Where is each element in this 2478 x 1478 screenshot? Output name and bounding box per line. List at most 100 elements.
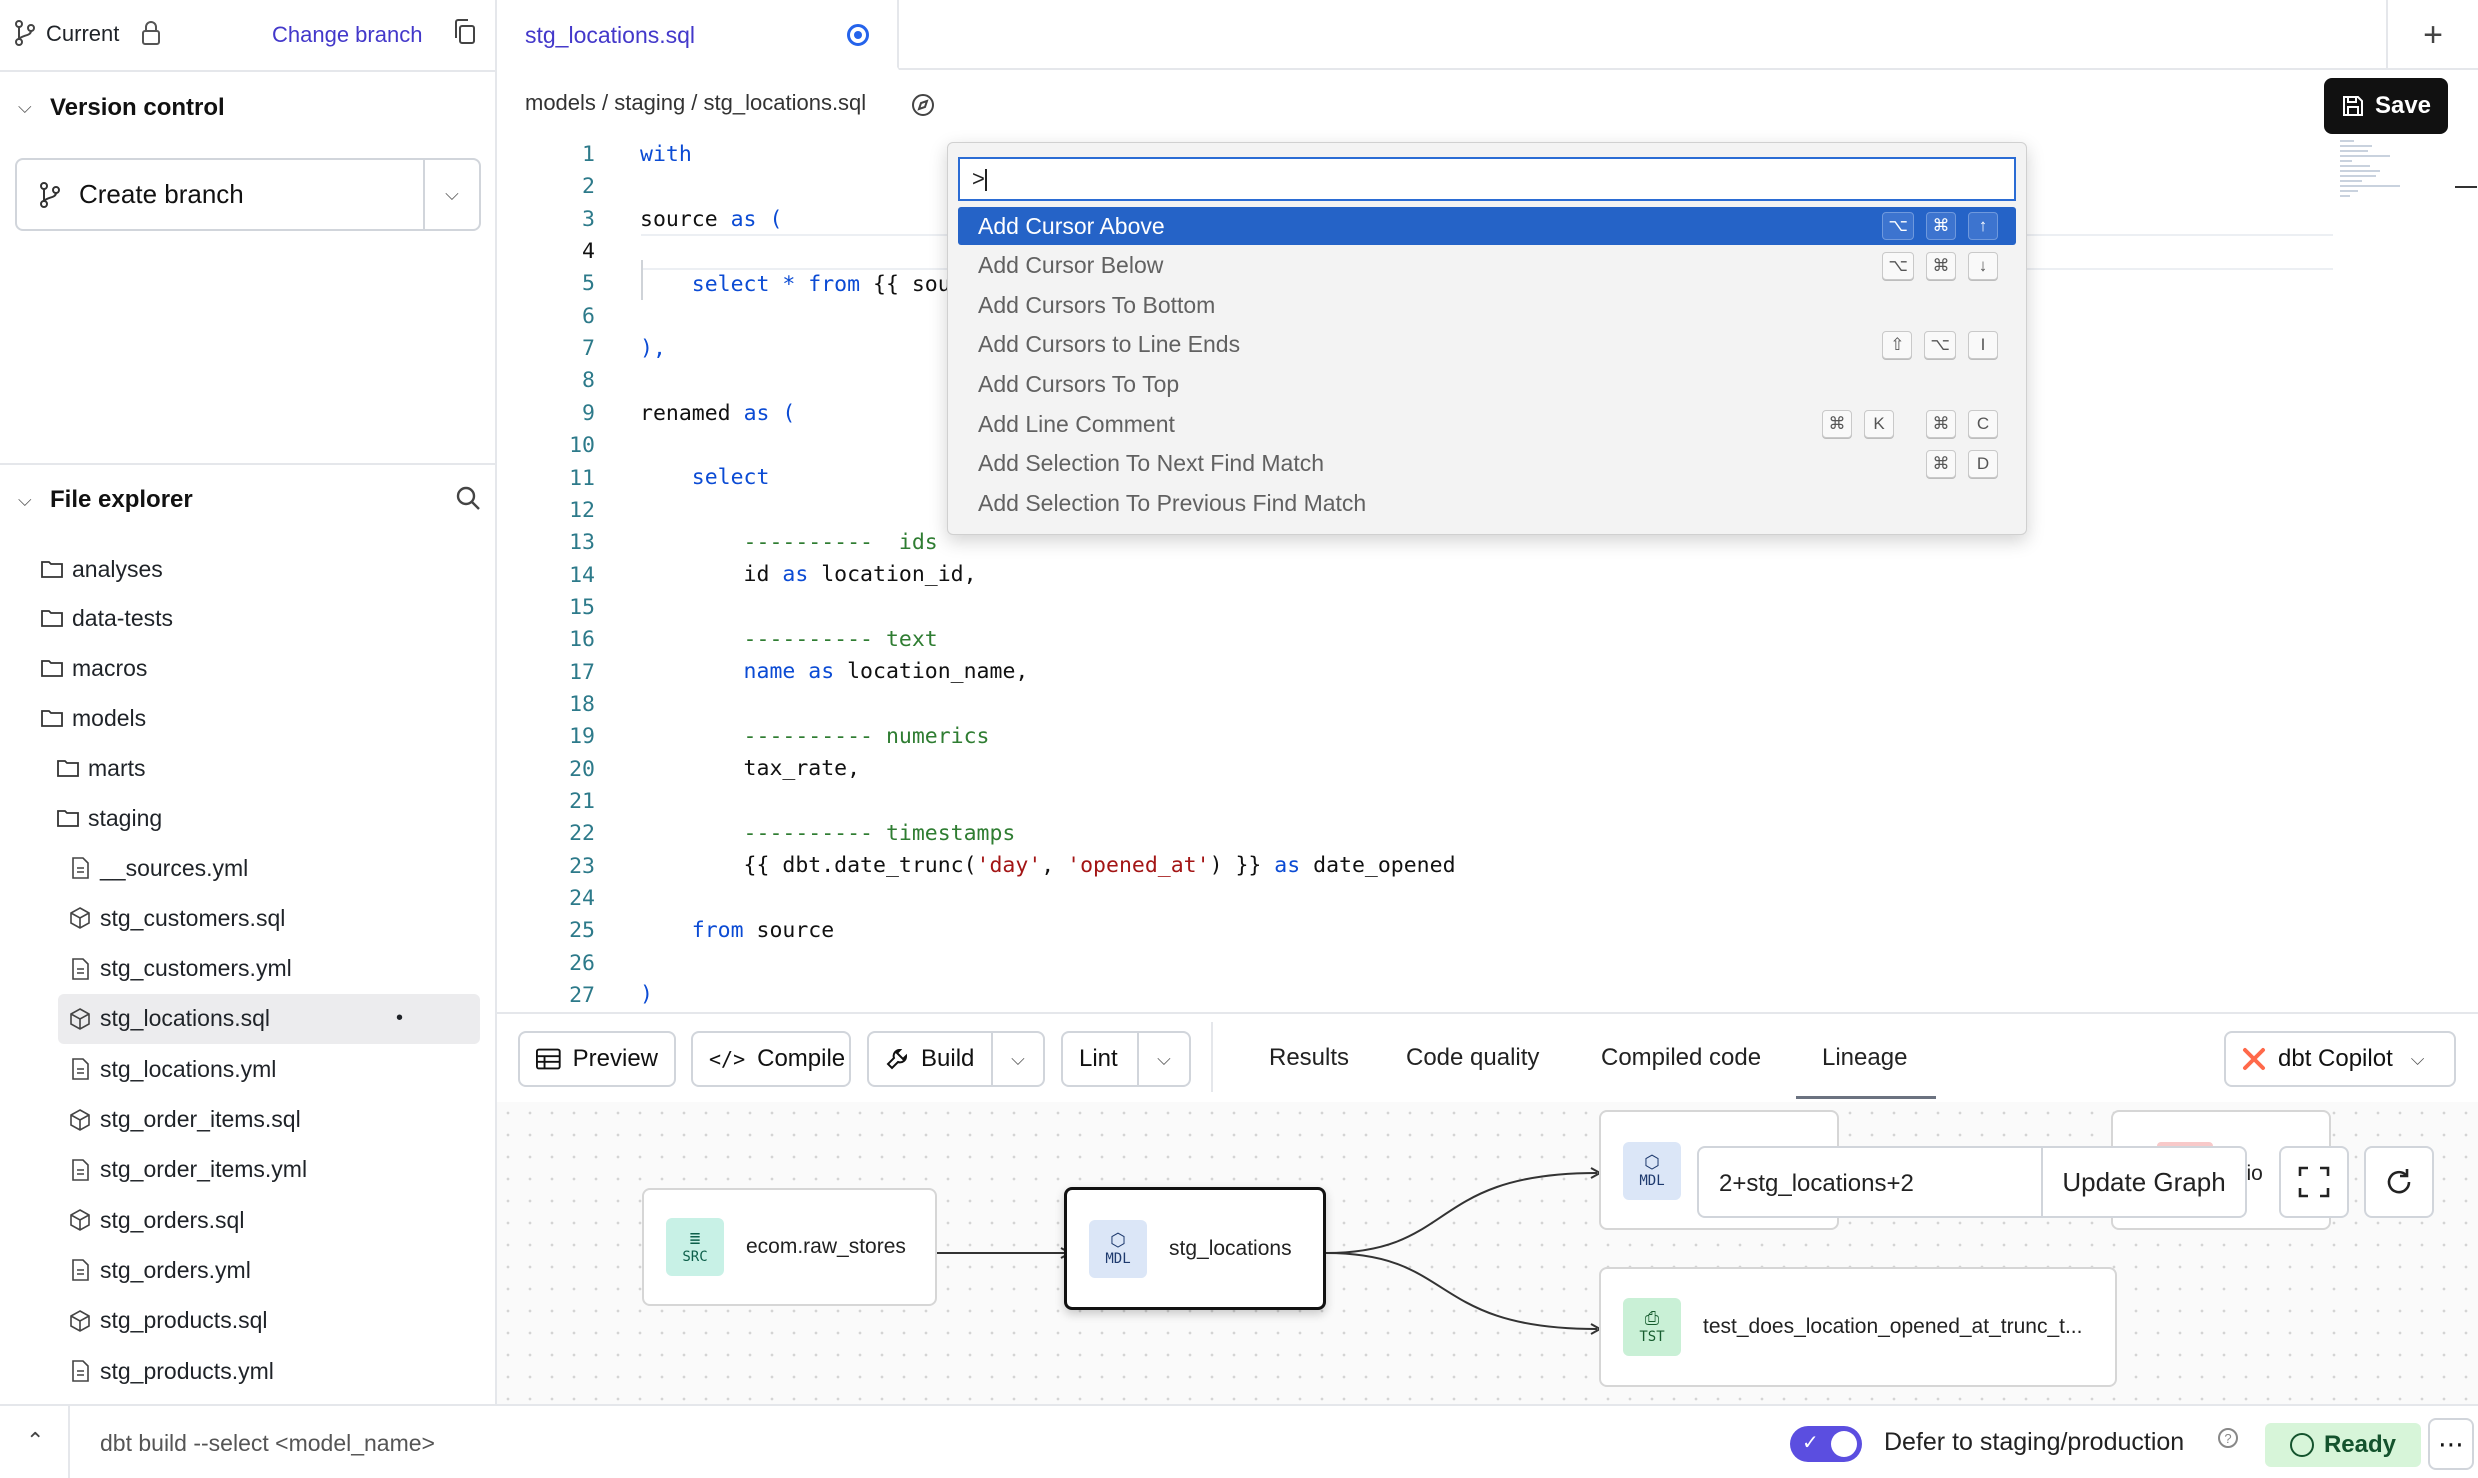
command-item[interactable]: Add Selection To Previous Find Match bbox=[958, 484, 2016, 522]
node-label: ecom.raw_stores bbox=[746, 1235, 906, 1258]
unsaved-dot-icon[interactable] bbox=[847, 24, 869, 46]
tree-item-label: stg_locations.sql bbox=[100, 1005, 271, 1032]
folder-staging[interactable]: staging bbox=[54, 793, 162, 843]
command-label: Add Selection To Next Find Match bbox=[978, 450, 1325, 477]
new-tab-button[interactable]: + bbox=[2386, 0, 2478, 70]
folder-marts[interactable]: marts bbox=[54, 743, 146, 793]
key-icon: ⌥ bbox=[1924, 330, 1956, 359]
lineage-node-ecom-raw-stores[interactable]: ≣SRC ecom.raw_stores bbox=[642, 1188, 937, 1306]
command-item[interactable]: Add Cursors To Bottom bbox=[958, 286, 2016, 324]
lineage-node-test[interactable]: ⎙TST test_does_location_opened_at_trunc_… bbox=[1599, 1267, 2117, 1387]
change-branch-link[interactable]: Change branch bbox=[272, 22, 423, 47]
update-graph-label: Update Graph bbox=[2062, 1166, 2226, 1197]
lint-button[interactable]: Lint ⌵ bbox=[1061, 1031, 1191, 1087]
folder-macros[interactable]: macros bbox=[38, 643, 147, 693]
version-control-header[interactable]: Version control bbox=[50, 94, 225, 121]
file-stg-order-items-sql[interactable]: stg_order_items.sql bbox=[58, 1095, 480, 1145]
model-file-icon bbox=[66, 907, 94, 930]
file-stg-locations-sql[interactable]: stg_locations.sql• bbox=[58, 993, 480, 1044]
tab-lineage[interactable]: Lineage bbox=[1822, 1044, 1908, 1071]
code-icon: </> bbox=[709, 1047, 746, 1071]
badge-label: SRC bbox=[682, 1249, 708, 1265]
tree-item-label: analyses bbox=[72, 555, 163, 582]
command-palette-input[interactable]: > bbox=[958, 157, 2016, 201]
line-number: 16 bbox=[569, 627, 595, 653]
tab-compiled-code[interactable]: Compiled code bbox=[1601, 1044, 1762, 1071]
bottom-toolbar: Preview </> Compile Build ⌵ Lint ⌵ Resul… bbox=[497, 1012, 2478, 1102]
file-stg-products-yml[interactable]: stg_products.yml bbox=[58, 1346, 480, 1396]
command-item[interactable]: Add Cursor Above⌥⌘↑ bbox=[958, 207, 2016, 245]
help-icon[interactable]: ? bbox=[2218, 1428, 2238, 1448]
lineage-edge bbox=[1325, 1172, 1598, 1254]
dbt-copilot-button[interactable]: dbt Copilot ⌵ bbox=[2224, 1031, 2456, 1087]
tree-item-label: staging bbox=[88, 804, 163, 831]
command-input[interactable]: dbt build --select <model_name> bbox=[100, 1430, 435, 1456]
search-icon[interactable] bbox=[454, 484, 482, 512]
code-line-22: ---------- timestamps bbox=[640, 821, 1016, 846]
line-number: 9 bbox=[582, 400, 595, 426]
database-icon: ≣ bbox=[689, 1228, 701, 1249]
file-stg-orders-sql[interactable]: stg_orders.sql bbox=[58, 1195, 480, 1245]
more-options-button[interactable]: ⋯ bbox=[2428, 1418, 2474, 1470]
table-icon bbox=[536, 1048, 561, 1070]
tab-results[interactable]: Results bbox=[1269, 1044, 1350, 1071]
lint-dropdown[interactable]: ⌵ bbox=[1137, 1033, 1189, 1085]
command-item[interactable]: Add Selection To Next Find Match ⌘D bbox=[958, 445, 2016, 483]
keyboard-shortcut: ⌘D bbox=[1926, 449, 1998, 478]
tab-code-quality[interactable]: Code quality bbox=[1406, 1044, 1540, 1071]
key-icon: C bbox=[1968, 410, 1998, 438]
file-stg-locations-yml[interactable]: stg_locations.yml bbox=[58, 1044, 480, 1094]
save-button[interactable]: Save bbox=[2324, 78, 2448, 134]
file-explorer-header[interactable]: File explorer bbox=[50, 486, 193, 513]
file-stg-customers-yml[interactable]: stg_customers.yml bbox=[58, 944, 480, 994]
tree-item-label: models bbox=[72, 704, 147, 731]
chevron-down-icon[interactable]: ⌵ bbox=[18, 490, 32, 510]
compass-icon[interactable] bbox=[910, 92, 936, 118]
command-item[interactable]: Add Cursors to Line Ends⇧⌥I bbox=[958, 326, 2016, 364]
command-label: Add Selection To Previous Find Match bbox=[978, 489, 1367, 516]
folder-analyses[interactable]: analyses bbox=[38, 544, 163, 594]
chevron-down-icon[interactable]: ⌵ bbox=[18, 97, 32, 117]
editor-tab-bar: stg_locations.sql + bbox=[497, 0, 2478, 70]
build-button[interactable]: Build ⌵ bbox=[867, 1031, 1045, 1087]
badge-label: MDL bbox=[1105, 1250, 1131, 1267]
breadcrumb: models / staging / stg_locations.sql bbox=[525, 90, 867, 115]
graph-selector-input[interactable]: 2+stg_locations+2 Update Graph bbox=[1697, 1146, 2247, 1218]
fullscreen-button[interactable] bbox=[2279, 1146, 2349, 1218]
refresh-button[interactable] bbox=[2364, 1146, 2434, 1218]
minimap[interactable] bbox=[2340, 140, 2430, 210]
copy-icon[interactable] bbox=[452, 18, 478, 46]
command-item[interactable]: Add Cursor Below⌥⌘↓ bbox=[958, 247, 2016, 285]
defer-toggle[interactable]: ✓ bbox=[1790, 1426, 1862, 1462]
line-number: 2 bbox=[582, 174, 595, 200]
command-palette: > Add Cursor Above⌥⌘↑Add Cursor Below⌥⌘↓… bbox=[947, 142, 2027, 535]
branch-row: Current Change branch bbox=[0, 0, 497, 70]
build-dropdown[interactable]: ⌵ bbox=[991, 1033, 1043, 1085]
line-number: 25 bbox=[569, 918, 595, 944]
chevron-down-icon: ⌵ bbox=[445, 184, 459, 204]
command-item[interactable]: Add Line Comment⌘K⌘C bbox=[958, 405, 2016, 443]
key-icon: ⌘ bbox=[1926, 212, 1956, 240]
divider bbox=[1211, 1022, 1213, 1092]
file-stg-order-items-yml[interactable]: stg_order_items.yml bbox=[58, 1145, 480, 1195]
preview-button[interactable]: Preview bbox=[518, 1031, 676, 1087]
create-branch-button[interactable]: Create branch ⌵ bbox=[15, 158, 481, 231]
update-graph-button[interactable]: Update Graph bbox=[2041, 1148, 2245, 1216]
file-stg-customers-sql[interactable]: stg_customers.sql bbox=[58, 893, 480, 943]
badge-label: MDL bbox=[1639, 1173, 1665, 1189]
file-stg-orders-yml[interactable]: stg_orders.yml bbox=[58, 1245, 480, 1295]
code-token: source bbox=[743, 918, 835, 943]
compile-button[interactable]: </> Compile bbox=[691, 1031, 851, 1087]
key-icon: ⌘ bbox=[1926, 410, 1956, 438]
tab-stg-locations[interactable]: stg_locations.sql bbox=[497, 0, 899, 70]
code-token: renamed bbox=[640, 401, 744, 426]
lineage-node-stg-locations[interactable]: ⬡MDL stg_locations bbox=[1064, 1187, 1326, 1310]
file---sources-yml[interactable]: __sources.yml bbox=[58, 843, 480, 893]
folder-models[interactable]: models bbox=[38, 693, 146, 743]
create-branch-dropdown[interactable]: ⌵ bbox=[423, 160, 479, 229]
command-item[interactable]: Add Cursors To Top bbox=[958, 365, 2016, 403]
chevron-up-icon[interactable]: ⌃ bbox=[26, 1428, 45, 1453]
folder-data-tests[interactable]: data-tests bbox=[38, 593, 173, 643]
file-stg-products-sql[interactable]: stg_products.sql bbox=[58, 1296, 480, 1346]
